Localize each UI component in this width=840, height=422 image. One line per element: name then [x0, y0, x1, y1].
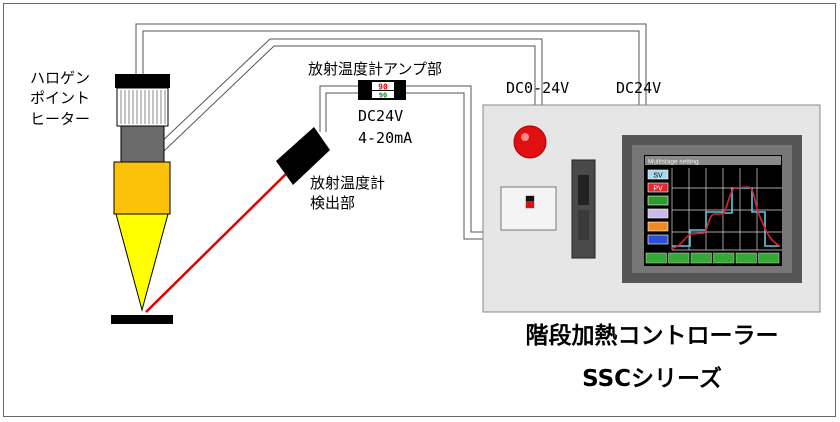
halogen-heater	[111, 74, 173, 324]
screen-title: Multistage setting	[648, 159, 699, 166]
breaker	[571, 159, 596, 259]
legend-swatch	[647, 221, 669, 232]
screen-soft-button	[735, 252, 757, 264]
pv-profile	[671, 186, 781, 249]
amp-voltage-label: DC24V	[358, 107, 403, 125]
dc24v-label: DC24V	[616, 79, 661, 97]
screen-soft-button	[690, 252, 712, 264]
amp-current-label: 4-20mA	[358, 129, 412, 147]
screen-legend: SV PV	[647, 169, 669, 245]
heater-body	[113, 161, 171, 215]
heater-label-line1: ハロゲン	[30, 70, 90, 87]
amp-label: 放射温度計アンプ部	[308, 61, 442, 78]
heater-cone	[115, 213, 169, 312]
screen-soft-button	[645, 252, 667, 264]
sv-profile	[672, 187, 780, 247]
wiring	[135, 23, 647, 240]
detector-label-line2: 検出部	[310, 195, 355, 212]
amplifier: 90 90	[358, 80, 406, 100]
heater-cap	[115, 74, 170, 88]
legend-swatch	[647, 208, 669, 219]
amp-display-top: 90	[378, 83, 388, 92]
heater-label-line2: ポイント	[30, 90, 90, 107]
legend-label: SV	[653, 173, 663, 180]
dc0-24v-label: DC0-24V	[506, 79, 569, 97]
screen-soft-button	[758, 252, 780, 264]
work-plate	[111, 315, 173, 324]
heater-label-line3: ヒーター	[30, 111, 90, 128]
product-title-line1: 階段加熱コントローラー	[526, 322, 779, 349]
detector-label-line1: 放射温度計	[310, 175, 385, 192]
legend-label: PV	[653, 186, 663, 193]
amp-display-bottom: 90	[379, 92, 387, 100]
legend-swatch	[647, 234, 669, 245]
legend-swatch	[647, 169, 669, 180]
radiation-thermometer-detector	[276, 127, 330, 185]
switch-box	[500, 186, 557, 231]
screen-buttons	[645, 252, 780, 264]
heater-neck	[120, 125, 165, 163]
legend-swatch	[647, 195, 669, 206]
screen-soft-button	[668, 252, 690, 264]
screen-soft-button	[713, 252, 735, 264]
legend-swatch	[647, 182, 669, 193]
product-title-line2: SSCシリーズ	[582, 365, 722, 392]
controller-panel: Multistage setting SV PV	[482, 104, 821, 313]
emergency-button	[513, 125, 547, 159]
laser-beam	[145, 169, 291, 313]
